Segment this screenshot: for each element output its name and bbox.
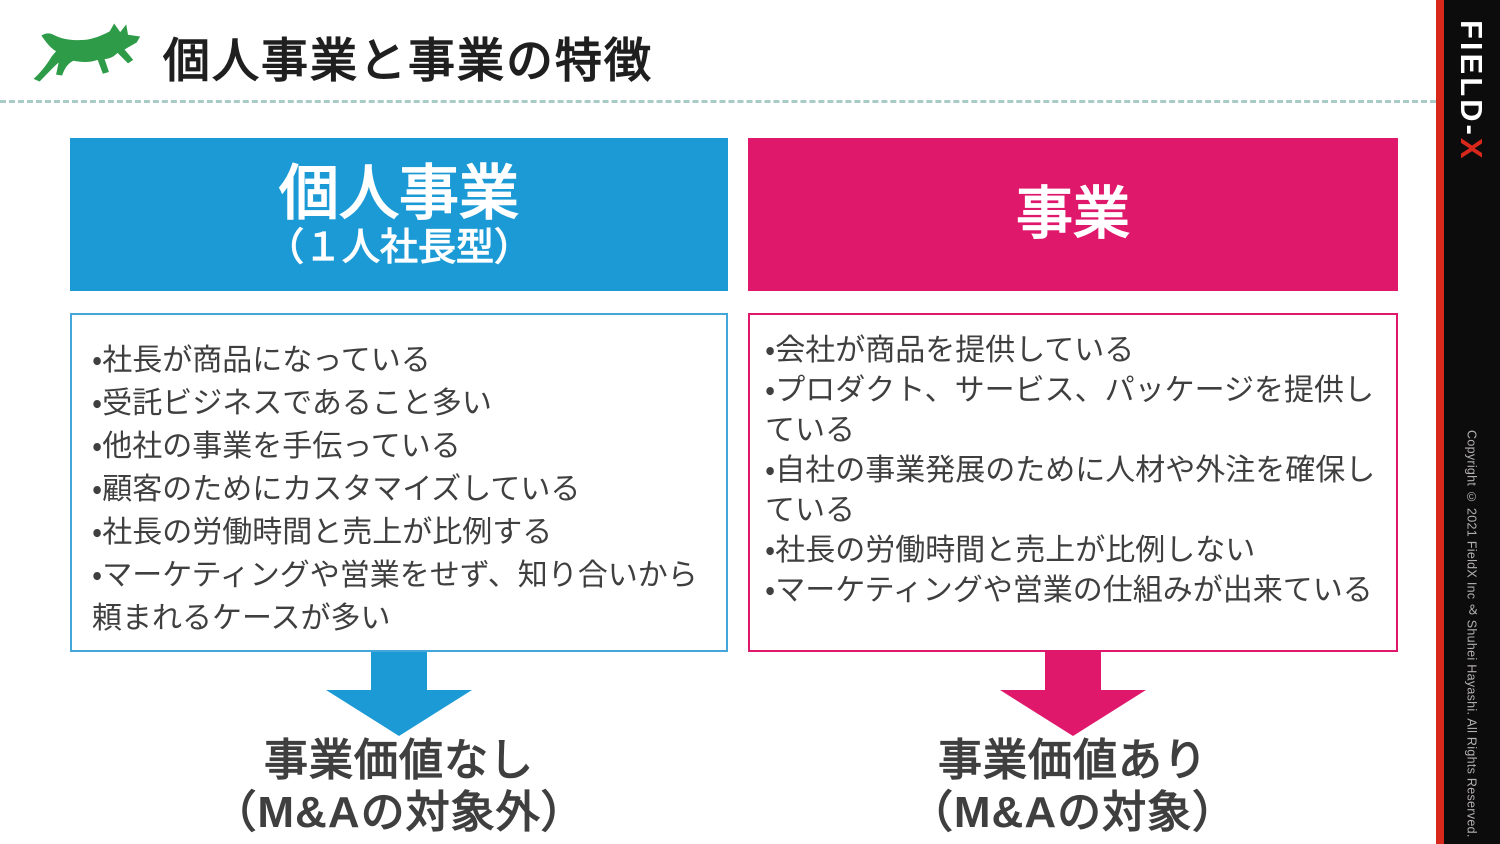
brand-logo: FIELD-X (1453, 20, 1489, 162)
list-item: ・会社が商品を提供している (765, 334, 1135, 367)
down-arrow-icon (70, 652, 728, 736)
arrow-head (326, 690, 472, 736)
list-item: ・社長の労働時間と売上が比例しない (765, 534, 1256, 567)
left-conclusion: 事業価値なし （M&Aの対象外） (70, 735, 728, 839)
right-conclusion-line1: 事業価値あり (938, 736, 1208, 785)
brand-sidebar: FIELD-X Copyright © 2021 FieldX Inc ＆ Sh… (1436, 0, 1500, 844)
left-conclusion-line2: （M&Aの対象外） (212, 788, 586, 837)
right-header-title: 事業 (1016, 181, 1130, 246)
brand-logo-x: X (1454, 137, 1489, 162)
right-conclusion-line2: （M&Aの対象） (908, 788, 1238, 837)
list-item: ・マーケティングや営業の仕組みが出来ている (765, 574, 1373, 607)
list-item: ・自社の事業発展のために人材や外注を確保している (765, 454, 1376, 527)
left-header-subtitle: （１人社長型） (265, 226, 532, 269)
right-feature-box: ・会社が商品を提供している ・プロダクト、サービス、パッケージを提供している ・… (748, 313, 1398, 652)
list-item: ・プロダクト、サービス、パッケージを提供している (765, 374, 1374, 447)
brand-logo-field: FIELD- (1454, 20, 1489, 138)
header-divider (0, 100, 1436, 103)
right-column-header: 事業 (748, 138, 1398, 291)
down-arrow-icon (748, 652, 1398, 736)
left-conclusion-line1: 事業価値なし (264, 736, 534, 785)
running-dog-icon (30, 20, 148, 98)
page-title: 個人事業と事業の特徴 (163, 34, 653, 87)
copyright-text: Copyright © 2021 FieldX Inc ＆ Shuhei Hay… (1464, 430, 1479, 838)
arrow-stem (371, 652, 427, 690)
list-item: ・顧客のためにカスタマイズしている (92, 473, 581, 506)
left-column-header: 個人事業 （１人社長型） (70, 138, 728, 291)
left-header-title: 個人事業 (279, 159, 519, 227)
list-item: ・マーケティングや営業をせず、知り合いから頼まれるケースが多い (92, 559, 698, 635)
list-item: ・社長が商品になっている (92, 344, 431, 377)
list-item: ・社長の労働時間と売上が比例する (92, 516, 553, 549)
list-item: ・受託ビジネスであること多い (92, 387, 492, 420)
list-item: ・他社の事業を手伝っている (92, 430, 461, 463)
right-conclusion: 事業価値あり （M&Aの対象） (748, 735, 1398, 839)
arrow-head (1000, 690, 1146, 736)
arrow-stem (1045, 652, 1101, 690)
left-feature-box: ・社長が商品になっている ・受託ビジネスであること多い ・他社の事業を手伝ってい… (70, 313, 728, 652)
